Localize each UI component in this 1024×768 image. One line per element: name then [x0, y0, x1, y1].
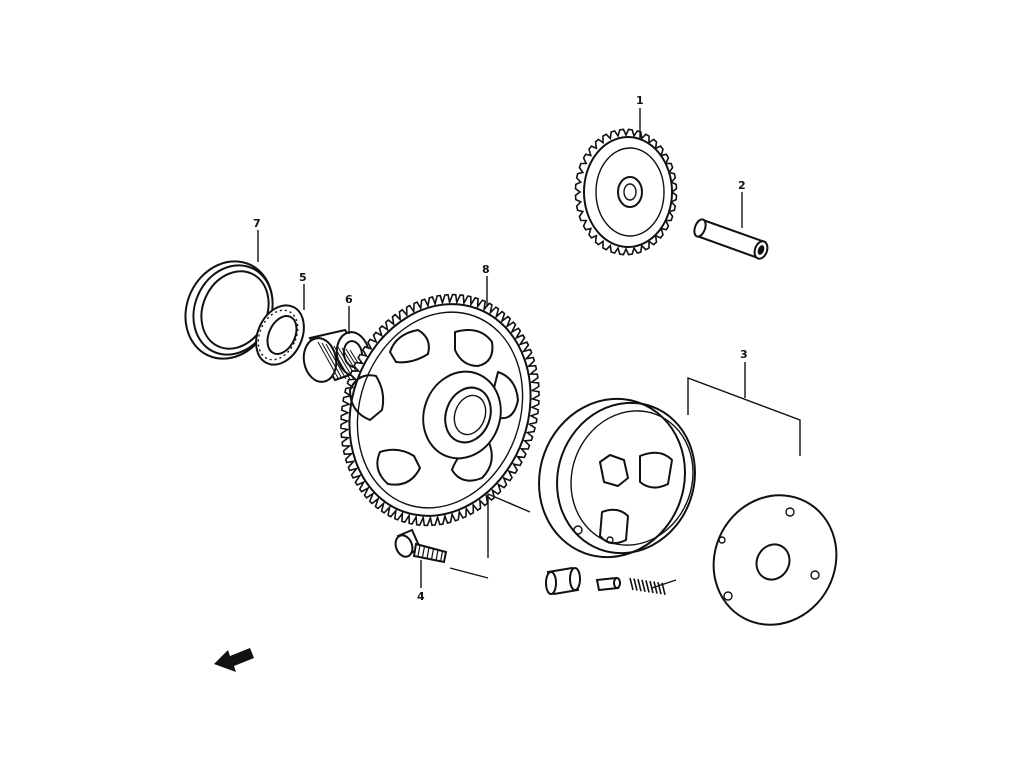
washer-part-5[interactable] — [247, 298, 313, 373]
arrow-icon — [214, 648, 254, 672]
driven-gear-part-8[interactable] — [320, 278, 559, 541]
callout-4: 4 — [417, 590, 425, 603]
spring-coil — [641, 579, 646, 592]
spring-coil — [649, 580, 654, 594]
bolt-thread-line — [426, 547, 430, 559]
spring-coil — [657, 582, 662, 595]
spring-coil — [637, 579, 642, 592]
bearing-needle — [321, 342, 343, 379]
shaft-part-2[interactable] — [692, 218, 769, 261]
callout-6: 6 — [345, 293, 353, 306]
bearing-needle — [325, 343, 347, 380]
bolt-thread-line — [417, 544, 421, 557]
callout-3: 3 — [740, 348, 748, 361]
callout-1: 1 — [636, 94, 644, 107]
callout-7: 7 — [253, 217, 261, 230]
spring-coil — [633, 578, 638, 591]
gear-part-1[interactable] — [574, 128, 678, 256]
spring-coil — [645, 580, 650, 593]
bolt-thread-line — [421, 546, 426, 558]
callout-2: 2 — [738, 179, 746, 192]
bolt-thread-line — [435, 549, 439, 561]
callout-8: 8 — [482, 263, 490, 276]
bolt-thread-line — [430, 548, 435, 560]
callout-5: 5 — [299, 271, 307, 284]
bolt-part-4[interactable] — [393, 528, 448, 564]
clutch-assembly-part-3[interactable] — [517, 378, 859, 646]
spring-coil — [629, 577, 634, 591]
spring-coil — [653, 581, 658, 594]
bearing-needle — [329, 344, 351, 380]
bolt-thread-line — [439, 550, 444, 563]
bearing-needle — [317, 341, 339, 379]
